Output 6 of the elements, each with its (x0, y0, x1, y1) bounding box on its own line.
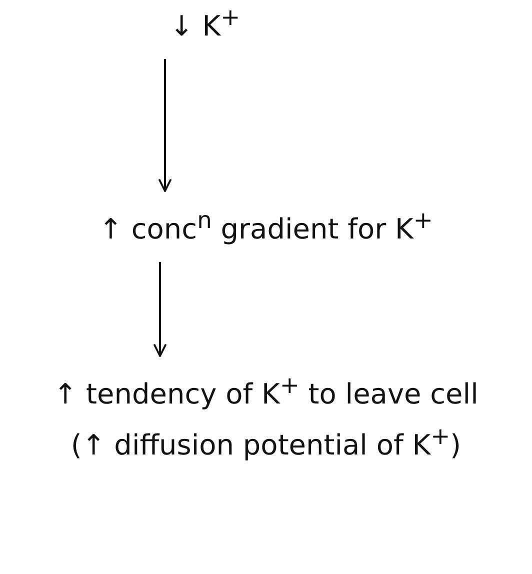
arrow (153, 262, 167, 357)
flow-text: ↓ K$^{+}$ (168, 2, 242, 44)
flow-text: ↑ tendency of K$^{+}$ to leave cell (52, 370, 480, 412)
flow-text: ↑ conc$^{n}$ gradient for K$^{+}$ (98, 205, 434, 248)
arrow (158, 59, 172, 192)
note-text: (↑ diffusion potential of K$^{+}$) (70, 420, 462, 464)
